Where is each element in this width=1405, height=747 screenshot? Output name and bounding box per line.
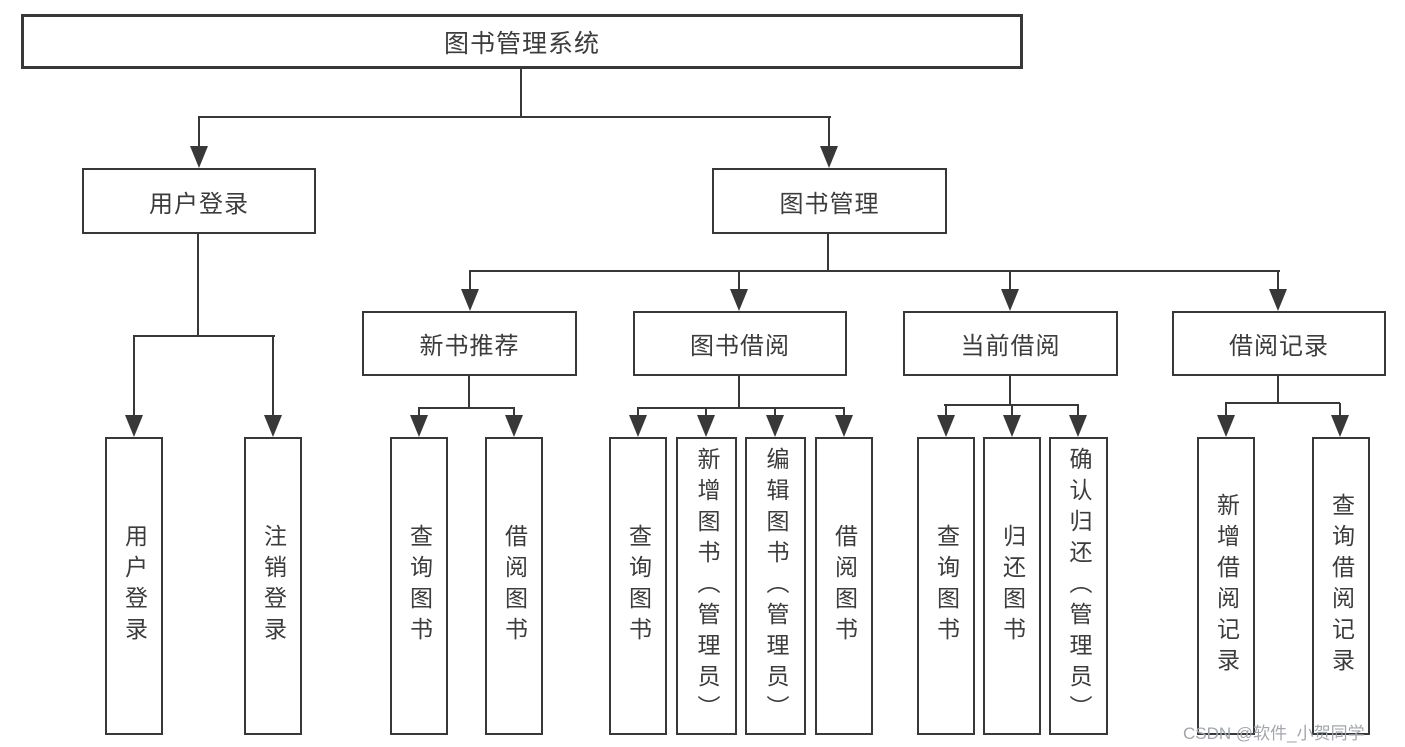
arrow-stem — [637, 408, 639, 419]
connector-vline — [468, 375, 470, 409]
arrow-stem — [705, 408, 707, 419]
leaf-label: 确认归还（管理员） — [1066, 446, 1092, 726]
node-label: 借阅记录 — [1229, 333, 1329, 360]
leaf-borrow-books: 借阅图书 — [815, 437, 873, 735]
leaf-label: 查询图书 — [406, 524, 433, 648]
arrow-stem — [198, 117, 200, 150]
arrow-stem — [469, 271, 471, 293]
leaf-label: 查询借阅记录 — [1328, 493, 1355, 679]
arrowhead-icon — [1001, 289, 1019, 311]
arrow-stem — [272, 336, 274, 419]
leaf-label: 新增图书（管理员） — [694, 446, 720, 726]
leaf-label: 借阅图书 — [831, 524, 858, 648]
node-label: 图书管理 — [779, 190, 880, 218]
connector-hline — [198, 116, 831, 118]
leaf-label: 查询图书 — [625, 524, 652, 648]
leaf-edit-books-admin: 编辑图书（管理员） — [745, 437, 806, 735]
arrowhead-icon — [1069, 415, 1087, 437]
arrow-stem — [738, 271, 740, 293]
leaf-return-books: 归还图书 — [983, 437, 1041, 735]
connector-vline — [197, 234, 199, 337]
leaf-borrow-books-recommend: 借阅图书 — [485, 437, 543, 735]
node-label: 图书管理系统 — [443, 29, 600, 58]
node-new-book-recommend: 新书推荐 — [362, 311, 577, 376]
arrowhead-icon — [461, 289, 479, 311]
node-current-borrow: 当前借阅 — [903, 311, 1118, 376]
leaf-add-borrow-record: 新增借阅记录 — [1197, 437, 1255, 735]
leaf-add-books-admin: 新增图书（管理员） — [676, 437, 737, 735]
arrow-stem — [513, 408, 515, 419]
node-library-management-system: 图书管理系统 — [21, 14, 1023, 69]
leaf-label: 用户登录 — [121, 524, 148, 648]
leaf-confirm-return-admin: 确认归还（管理员） — [1049, 437, 1108, 735]
arrowhead-icon — [1003, 415, 1021, 437]
leaf-query-books-current: 查询图书 — [917, 437, 975, 735]
arrow-stem — [1277, 271, 1279, 293]
leaf-label: 编辑图书（管理员） — [763, 446, 789, 726]
arrowhead-icon — [1217, 415, 1235, 437]
connector-hline — [418, 407, 515, 409]
leaf-query-borrow-record: 查询借阅记录 — [1312, 437, 1370, 735]
leaf-label: 归还图书 — [999, 524, 1026, 648]
arrow-stem — [133, 336, 135, 419]
leaf-label: 新增借阅记录 — [1213, 493, 1240, 679]
node-user-login: 用户登录 — [82, 168, 316, 234]
node-label: 当前借阅 — [960, 333, 1061, 360]
arrow-stem — [843, 408, 845, 419]
connector-hline — [133, 335, 275, 337]
connector-hline — [637, 407, 845, 409]
arrowhead-icon — [190, 146, 208, 168]
arrow-stem — [418, 408, 420, 419]
arrow-stem — [1009, 271, 1011, 293]
leaf-user-login: 用户登录 — [105, 437, 163, 735]
connector-hline — [469, 270, 1280, 272]
leaf-label: 借阅图书 — [501, 524, 528, 648]
arrowhead-icon — [820, 146, 838, 168]
node-label: 新书推荐 — [419, 333, 520, 360]
arrowhead-icon — [730, 289, 748, 311]
node-book-management: 图书管理 — [712, 168, 947, 234]
arrowhead-icon — [937, 415, 955, 437]
connector-vline — [1009, 375, 1011, 406]
arrow-stem — [1339, 403, 1341, 419]
arrow-stem — [774, 408, 776, 419]
node-label: 图书借阅 — [690, 333, 790, 360]
leaf-label: 注销登录 — [260, 524, 287, 648]
leaf-query-books-borrow: 查询图书 — [609, 437, 667, 735]
leaf-query-books-recommend: 查询图书 — [390, 437, 448, 735]
node-book-borrow: 图书借阅 — [633, 311, 847, 376]
arrowhead-icon — [1331, 415, 1349, 437]
arrow-stem — [828, 117, 830, 150]
connector-vline — [738, 375, 740, 409]
csdn-watermark: CSDN @软件_小贺同学 — [1183, 724, 1365, 743]
arrow-stem — [1225, 403, 1227, 419]
connector-vline — [827, 234, 829, 272]
node-label: 用户登录 — [149, 190, 249, 218]
arrowhead-icon — [505, 415, 523, 437]
arrowhead-icon — [629, 415, 647, 437]
arrow-stem — [1077, 405, 1079, 419]
arrowhead-icon — [410, 415, 428, 437]
arrowhead-icon — [125, 415, 143, 437]
arrow-stem — [1011, 405, 1013, 419]
connector-vline — [520, 69, 522, 118]
arrowhead-icon — [264, 415, 282, 437]
leaf-logout: 注销登录 — [244, 437, 302, 735]
connector-hline — [1225, 402, 1340, 404]
arrowhead-icon — [766, 415, 784, 437]
leaf-label: 查询图书 — [933, 524, 960, 648]
connector-vline — [1277, 375, 1279, 404]
arrowhead-icon — [697, 415, 715, 437]
arrowhead-icon — [1269, 289, 1287, 311]
arrow-stem — [945, 405, 947, 419]
node-borrow-record: 借阅记录 — [1172, 311, 1386, 376]
arrowhead-icon — [835, 415, 853, 437]
